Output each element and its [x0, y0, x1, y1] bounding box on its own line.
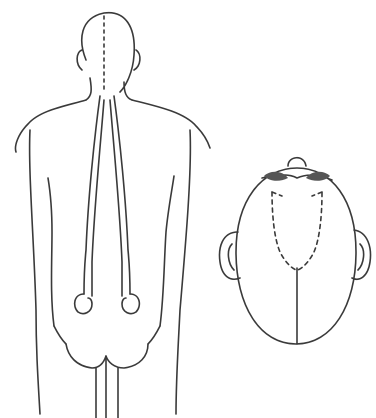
waist-right: [148, 326, 160, 344]
strip-left-inner: [92, 100, 104, 296]
dashed-inner-left: [272, 192, 282, 196]
back-view-figure: [16, 13, 211, 418]
left-ear-inner: [228, 244, 234, 270]
left-ear: [77, 50, 82, 70]
strip-right-inner: [110, 100, 122, 296]
left-curl: [75, 294, 92, 314]
right-ear-inner: [358, 244, 364, 270]
top-view-head: [220, 158, 371, 344]
right-torso-side: [160, 176, 174, 326]
waist-left: [54, 326, 66, 344]
right-curl: [122, 294, 139, 314]
left-eye-shade: [264, 172, 288, 181]
hips-outline: [66, 344, 148, 368]
right-arm: [176, 130, 190, 414]
nose-outline: [288, 158, 306, 166]
left-torso-side: [48, 178, 54, 326]
right-eye-shade: [306, 172, 330, 181]
left-shoulder: [16, 100, 87, 152]
head-top-outline: [236, 168, 356, 344]
dashed-inner-right: [312, 192, 322, 196]
left-arm: [30, 130, 40, 414]
neck-left: [86, 78, 91, 100]
dashed-loop: [272, 192, 322, 270]
right-shoulder: [132, 100, 210, 148]
